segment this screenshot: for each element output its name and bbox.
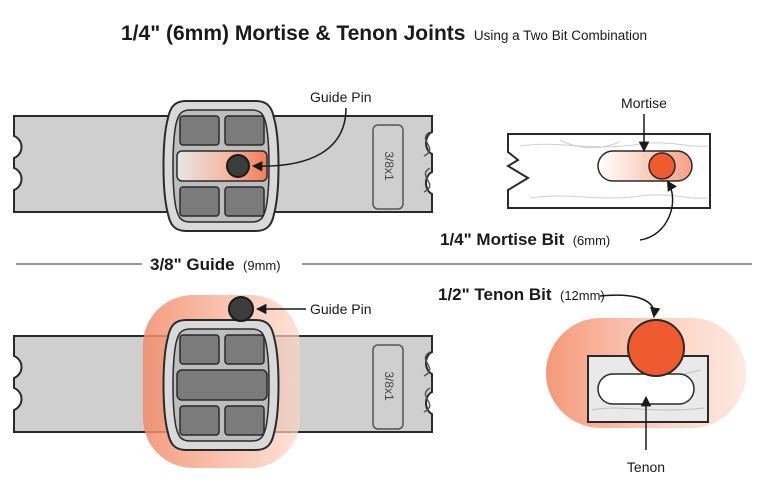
- bottom-guide-pin: [228, 296, 254, 322]
- mortise-bit-arrow: [639, 180, 677, 241]
- top-pin-label: Guide Pin: [310, 89, 371, 105]
- mortise-bit: [648, 152, 676, 180]
- top-jig-assembly: 3/8x1 Guide Pin: [13, 89, 433, 232]
- bottom-guide-slot: [176, 369, 268, 401]
- tenon-bit-arrow: [599, 294, 661, 319]
- top-guide-slot: [176, 150, 268, 182]
- top-template-label-box: 3/8x1: [372, 124, 404, 210]
- top-bracket-icon: [423, 131, 431, 193]
- tenon-bit: [627, 319, 685, 377]
- bottom-jig-assembly: 3/8x1 Guide Pin: [13, 295, 433, 468]
- tenon-bit-label-sub: (12mm): [560, 288, 605, 303]
- divider-label-main: 3/8" Guide: [150, 255, 235, 274]
- bottom-pin-label: Guide Pin: [310, 301, 371, 317]
- mortise-bit-label-sub: (6mm): [573, 233, 611, 248]
- mortise-slot: [597, 150, 693, 182]
- tenon-bit-label-main: 1/2" Tenon Bit: [438, 285, 552, 304]
- mortise-workpiece: Mortise 1/4" Mortise Bit (6mm): [440, 95, 711, 249]
- bottom-template-label-box: 3/8x1: [372, 344, 404, 430]
- section-divider: 3/8" Guide (9mm): [16, 255, 752, 274]
- bottom-template-label: 3/8x1: [382, 371, 396, 401]
- bottom-bracket-icon: [423, 351, 431, 413]
- mortise-label: Mortise: [621, 95, 667, 111]
- title-subtitle: Using a Two Bit Combination: [473, 28, 647, 43]
- divider-label: 3/8" Guide (9mm): [150, 255, 281, 274]
- tenon-label: Tenon: [627, 459, 665, 475]
- top-template-label: 3/8x1: [382, 151, 396, 181]
- divider-label-sub: (9mm): [243, 258, 281, 273]
- wood-grain: [519, 139, 709, 199]
- tenon-bit-label: 1/2" Tenon Bit (12mm): [438, 285, 605, 304]
- diagram-title: 1/4" (6mm) Mortise & Tenon Joints Using …: [0, 22, 768, 46]
- tenon-workpiece: 1/2" Tenon Bit (12mm) Tenon: [438, 285, 746, 475]
- top-pin-arrow: [251, 107, 347, 172]
- title-main: 1/4" (6mm) Mortise & Tenon Joints: [121, 22, 466, 45]
- top-guide-pin: [226, 154, 250, 178]
- mortise-bit-label-main: 1/4" Mortise Bit: [440, 230, 565, 249]
- mortise-bit-label: 1/4" Mortise Bit (6mm): [440, 230, 610, 249]
